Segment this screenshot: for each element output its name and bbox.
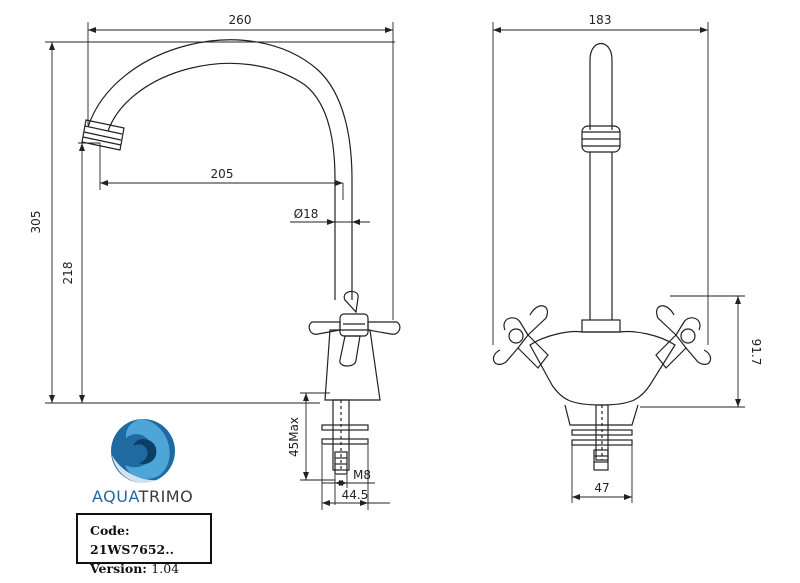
dim-91-7: 91.7 (749, 339, 763, 366)
brand-part-aqua: AQUA (92, 487, 139, 506)
code-label: Code: (90, 523, 130, 538)
dim-47: 47 (594, 481, 609, 495)
cross-handle (308, 290, 401, 367)
side-dimension-lines (45, 22, 395, 510)
left-handle (492, 305, 549, 369)
aerator (81, 119, 125, 151)
brand-part-trimo: TRIMO (138, 487, 194, 506)
version-value: 1.04 (151, 561, 180, 576)
spout-outer (87, 39, 353, 300)
version-label: Version: (90, 561, 147, 576)
front-aerator (581, 125, 621, 153)
dim-205: 205 (211, 167, 234, 181)
side-view-faucet (81, 39, 401, 475)
front-view-faucet (492, 43, 712, 471)
brand-name: AQUATRIMO (92, 487, 193, 506)
right-handle (655, 305, 712, 369)
valve-body (324, 329, 381, 401)
spout-inner (107, 62, 336, 300)
arrowheads (49, 27, 741, 506)
aquatrimo-logo-icon (111, 419, 175, 484)
code-row: Code: 21WS7652.. (90, 521, 210, 559)
dim-260: 260 (229, 13, 252, 27)
front-body (529, 330, 676, 406)
info-box: Code: 21WS7652.. Version: 1.04 (76, 513, 212, 576)
dim-183: 183 (589, 13, 612, 27)
front-dimension-lines (492, 22, 745, 503)
dim-305: 305 (29, 211, 43, 234)
version-row: Version: 1.04 (90, 559, 210, 578)
dim-45max: 45Max (287, 417, 301, 457)
dim-m8: M8 (353, 468, 371, 482)
dim-diameter-18: Ø18 (294, 207, 319, 221)
front-spout (589, 43, 613, 130)
dim-44-5: 44.5 (342, 488, 369, 502)
dim-218: 218 (61, 262, 75, 285)
code-value: 21WS7652.. (90, 542, 174, 557)
